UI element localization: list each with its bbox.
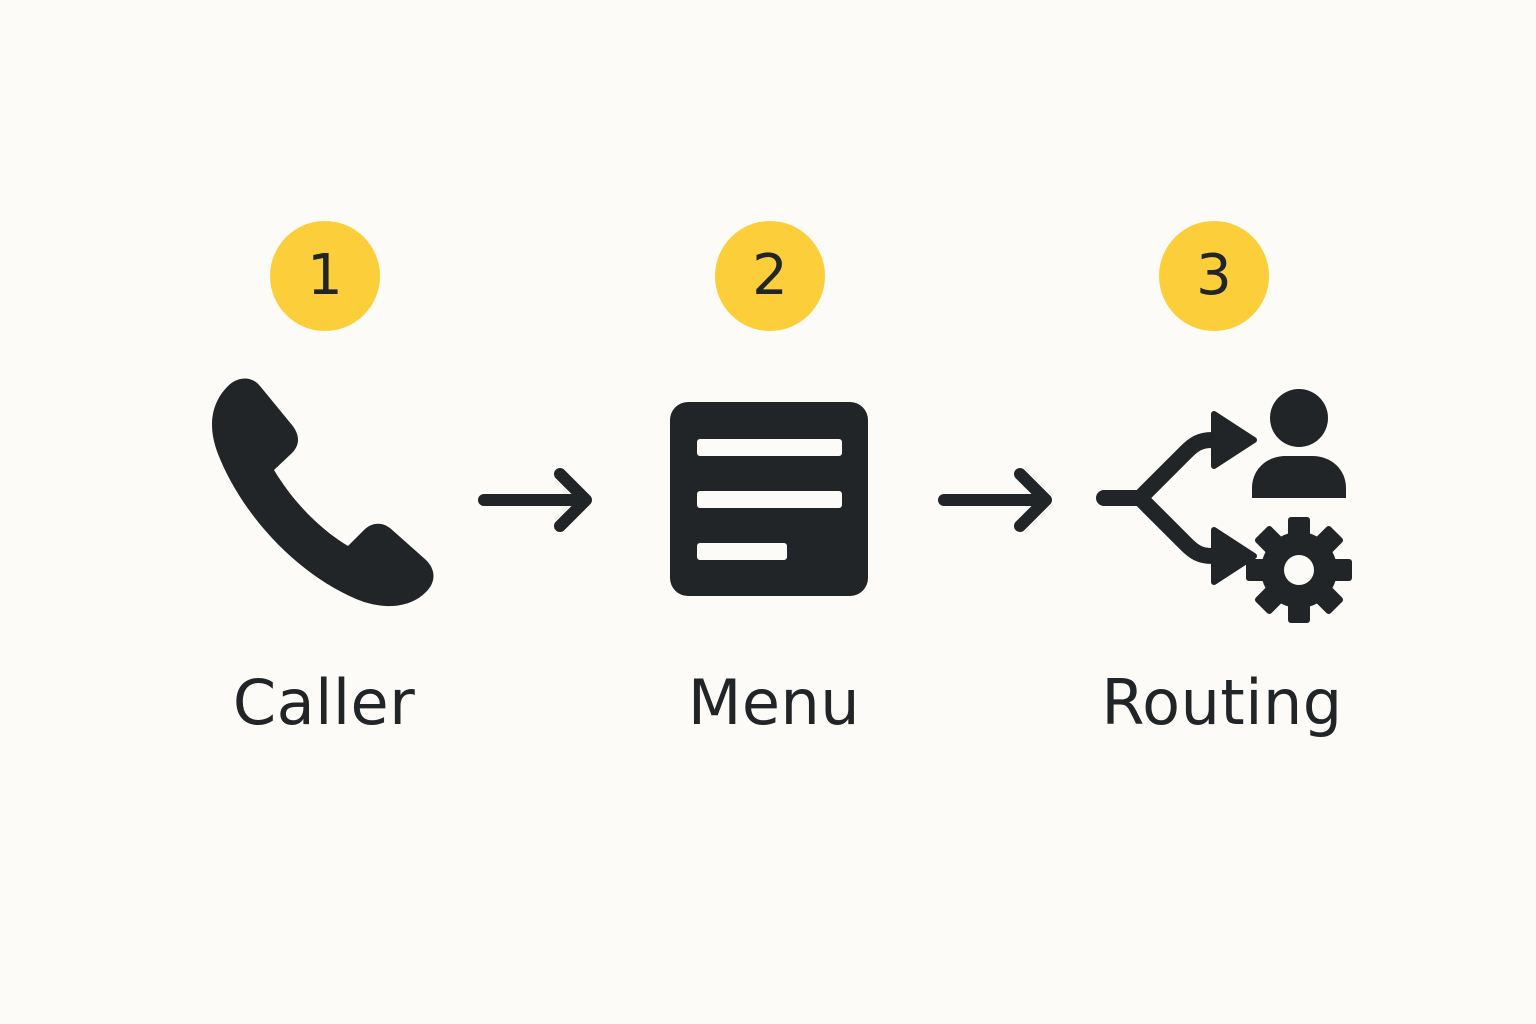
- step-2-label: Menu: [687, 666, 861, 739]
- menu-list-icon: [670, 402, 868, 596]
- routing-icon: [1096, 389, 1352, 623]
- step-3-label: Routing: [1101, 666, 1343, 739]
- step-3-badge: 3: [1159, 221, 1269, 331]
- step-1-label: Caller: [232, 666, 416, 739]
- gear-icon: [1246, 517, 1352, 623]
- arrow-right-icon: [938, 468, 1052, 532]
- arrowhead-bottom: [1211, 527, 1257, 585]
- person-icon: [1252, 389, 1346, 498]
- step-2-badge: 2: [715, 221, 825, 331]
- phone-icon: [212, 378, 434, 607]
- step-1-badge: 1: [270, 221, 380, 331]
- arrow-right-icon: [478, 468, 592, 532]
- arrowhead-top: [1211, 411, 1257, 469]
- branch-arrows-icon: [1096, 432, 1230, 564]
- phone-handset: [212, 378, 434, 607]
